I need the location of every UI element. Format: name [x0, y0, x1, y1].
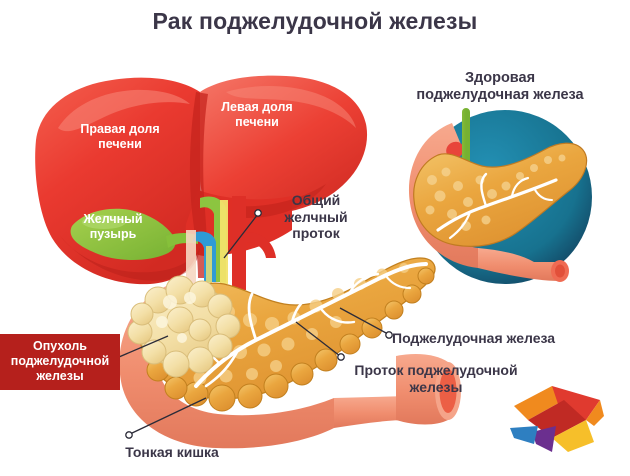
gallbladder-highlight — [82, 215, 126, 229]
label-healthy-pancreas-line2: поджелудочная железа — [416, 87, 584, 104]
label-gallbladder-line2: пузырь — [89, 226, 137, 241]
logo-wing-purple — [532, 426, 556, 452]
label-pancreatic-tumor: Опухоль поджелудочной железы — [0, 334, 120, 390]
label-small-intestine: Тонкая кишка — [125, 444, 219, 460]
label-left-lobe-line1: Левая доля — [221, 100, 293, 114]
label-tumor-line3: железы — [36, 369, 84, 383]
swallow-bird-logo — [510, 386, 604, 452]
duct-yellow-small — [206, 246, 212, 284]
leader-dot-pancreatic-duct — [337, 353, 345, 361]
duodenum-horizontal — [334, 396, 408, 428]
healthy-pancreatic-duct-tree — [436, 172, 558, 240]
healthy-duodenum — [408, 123, 478, 268]
label-healthy-pancreas: Здоровая поджелудочная железа — [370, 70, 630, 104]
healthy-pancreas-inset — [408, 108, 592, 284]
label-right-liver-lobe: Правая доля печени — [60, 122, 180, 152]
label-left-lobe-line2: печени — [235, 114, 279, 129]
liver-highlight-right — [58, 89, 190, 132]
page-title: Рак поджелудочной железы — [152, 8, 478, 34]
liver-highlight-left — [226, 86, 356, 128]
pancreatic-tumor — [127, 275, 241, 378]
logo-body-dark-red — [528, 400, 586, 438]
leader-lines — [111, 213, 389, 435]
liver — [35, 75, 368, 285]
vessel-red-branch — [246, 232, 276, 258]
label-healthy-pancreas-line1: Здоровая — [464, 70, 536, 86]
label-tumor-line1: Опухоль — [33, 339, 87, 353]
label-pancreatic-duct-line2: железы — [409, 378, 463, 395]
vessel-red-vertical — [232, 196, 246, 290]
liver-left-lobe — [200, 75, 368, 215]
label-right-lobe-line1: Правая доля — [80, 122, 160, 136]
liver-shadow-right — [60, 236, 200, 281]
hilum-band — [186, 230, 196, 286]
label-right-lobe-line2: печени — [98, 136, 142, 151]
label-pancreatic-duct-line1: Проток поджелудочной — [354, 362, 518, 378]
leader-tumor — [111, 335, 169, 361]
label-tumor-line2: поджелудочной — [10, 354, 110, 368]
label-gallbladder: Желчный пузырь — [68, 212, 158, 242]
tumor-lobules — [127, 275, 241, 378]
logo-beak-orange — [586, 400, 604, 426]
label-bile-duct-line3: проток — [292, 225, 340, 242]
diseased-pancreas-group — [119, 257, 461, 449]
label-pancreatic-duct: Проток поджелудочной железы — [336, 362, 536, 395]
gallbladder — [70, 208, 198, 260]
duodenum-cut-lumen — [439, 369, 457, 413]
label-left-liver-lobe: Левая доля печени — [205, 100, 309, 130]
duodenum-descending — [396, 354, 448, 425]
common-bile-duct-green — [200, 196, 226, 282]
label-bile-duct-line2: желчный — [284, 208, 348, 225]
logo-wing-blue — [510, 426, 538, 444]
leader-dot-intestine — [125, 431, 133, 439]
healthy-pancreas-body — [413, 142, 588, 247]
logo-wing-upper-orange — [514, 386, 564, 420]
healthy-duodenum-lower — [478, 248, 560, 281]
leader-bile-duct — [223, 213, 259, 259]
logo-tail-yellow — [552, 420, 594, 452]
duodenum-lumen-inner — [555, 264, 565, 278]
leader-intestine — [129, 397, 207, 435]
logo-head-red — [552, 386, 600, 420]
label-bile-duct-line1: Общий — [291, 192, 341, 208]
label-common-bile-duct: Общий желчный проток — [262, 192, 370, 242]
label-pancreas: Поджелудочная железа — [392, 330, 556, 346]
tumor-highlights — [156, 292, 196, 343]
label-gallbladder-line1: Желчный — [83, 212, 143, 226]
leader-dot-bile-duct — [254, 209, 262, 217]
duodenum-small-intestine — [119, 282, 334, 449]
leader-pancreas — [339, 307, 389, 335]
duct-yellow — [220, 200, 228, 284]
leader-dot-pancreas — [385, 331, 393, 339]
leader-pancreatic-duct — [295, 321, 341, 357]
hepatic-vessels-and-ducts — [186, 196, 276, 290]
